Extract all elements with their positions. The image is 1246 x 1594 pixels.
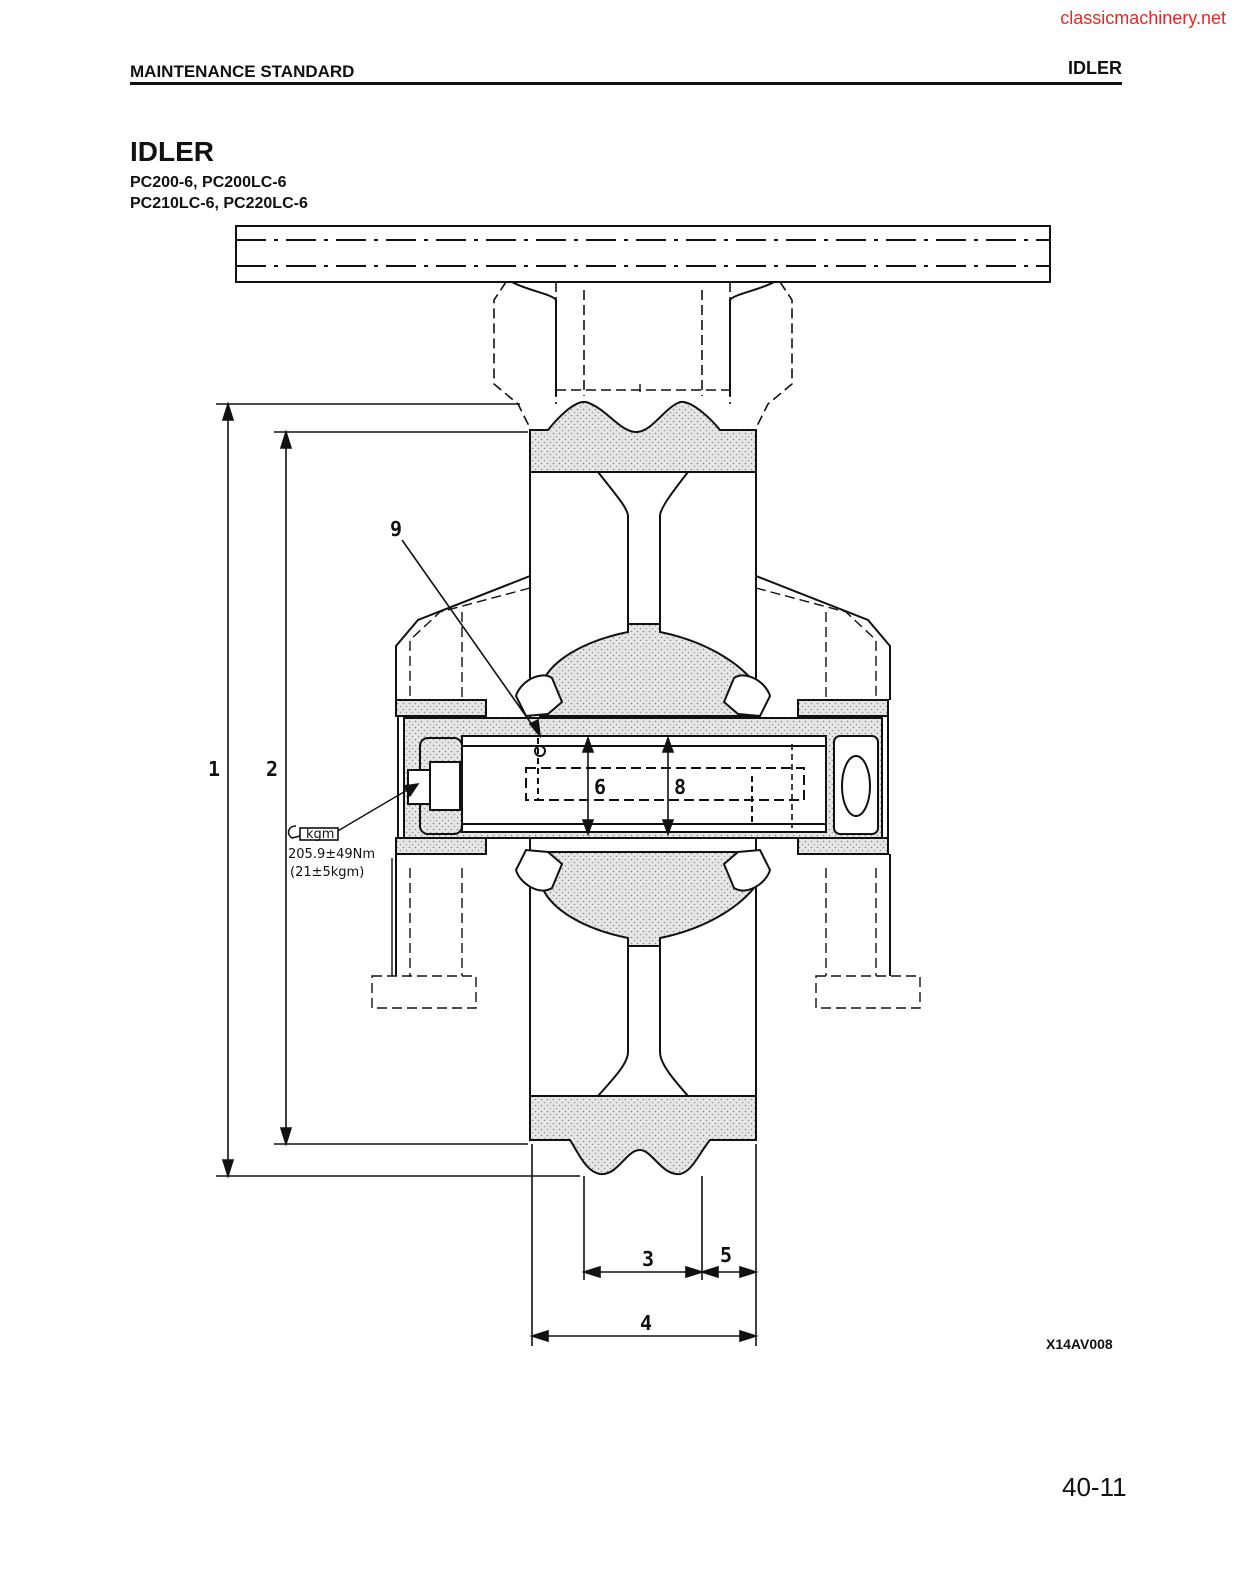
- callout-5: 5: [720, 1243, 732, 1267]
- page-number: 40-11: [1062, 1472, 1127, 1503]
- torque-value-kgm: (21±5kgm): [290, 865, 364, 880]
- callout-9: 9: [390, 517, 402, 541]
- idler-tread-bottom: [530, 1096, 756, 1174]
- idler-tread-top: [530, 402, 756, 472]
- idler-shaft: [404, 718, 882, 838]
- torque-value-nm: 205.9±49Nm: [288, 847, 375, 862]
- plug-assembly: [834, 736, 878, 834]
- callout-4: 4: [640, 1311, 652, 1335]
- callout-8: 8: [674, 775, 686, 799]
- track-shoe: [236, 226, 1050, 282]
- torque-icon-label: kgm: [306, 827, 334, 842]
- callout-2: 2: [266, 757, 278, 781]
- callout-6: 6: [594, 775, 606, 799]
- callout-1: 1: [208, 757, 220, 781]
- track-link-edges: [512, 282, 774, 396]
- track-links: [494, 282, 792, 428]
- figure-code: X14AV008: [1046, 1336, 1113, 1352]
- callout-3: 3: [642, 1247, 654, 1271]
